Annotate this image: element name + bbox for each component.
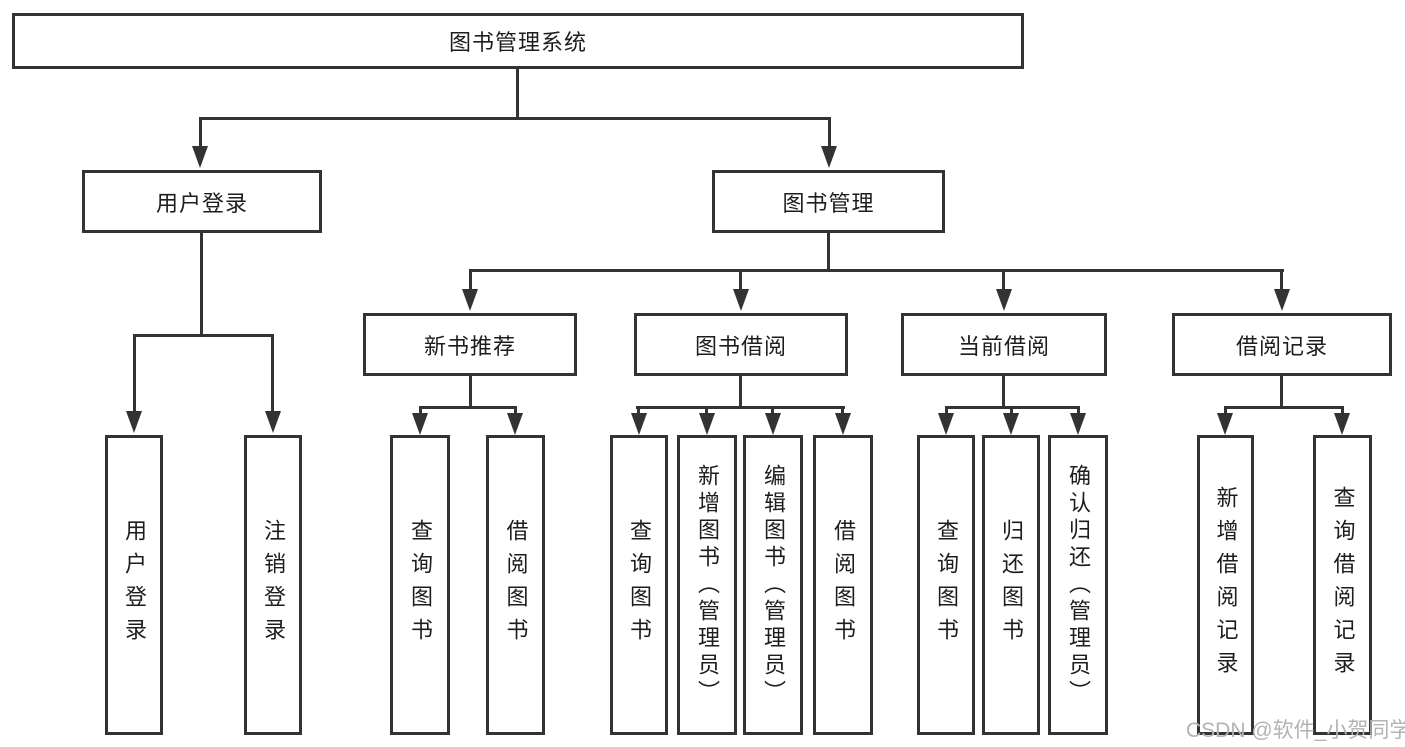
- leaf-add-books-admin: 新增图书（管理员）: [677, 435, 737, 735]
- arrow-down-icon: [412, 413, 428, 435]
- node-new-book-recommendation: 新书推荐: [363, 313, 577, 376]
- node-label: 借阅记录: [1235, 333, 1328, 359]
- arrow-down-icon: [1217, 413, 1233, 435]
- node-book-management: 图书管理: [712, 170, 945, 233]
- connector-book-management-drop: [828, 118, 831, 150]
- connector-drop: [419, 407, 422, 415]
- arrow-down-icon: [938, 413, 954, 435]
- connector-drop: [1224, 407, 1227, 415]
- arrow-down-icon: [1003, 413, 1019, 435]
- leaf-label: 查询图书: [627, 519, 652, 651]
- connector-drop: [514, 407, 517, 415]
- arrow-down-icon: [765, 413, 781, 435]
- leaf-label: 注销登录: [261, 519, 286, 651]
- connector-level2-rail: [469, 269, 1284, 272]
- connector-drop: [637, 407, 640, 415]
- node-current-borrowing: 当前借阅: [901, 313, 1107, 376]
- leaf-label: 借阅图书: [503, 519, 529, 651]
- connector-drop: [271, 335, 274, 413]
- connector-drop: [945, 407, 948, 415]
- arrow-down-icon: [126, 411, 142, 433]
- leaf-edit-books-admin: 编辑图书（管理员）: [743, 435, 803, 735]
- connector-drop: [841, 407, 844, 415]
- leaf-query-borrow-record: 查询借阅记录: [1313, 435, 1372, 735]
- leaf-label: 编辑图书（管理员）: [761, 463, 786, 707]
- leaf-query-books-3: 查询图书: [917, 435, 975, 735]
- leaf-confirm-return-admin: 确认归还（管理员）: [1048, 435, 1108, 735]
- leaf-label: 查询图书: [408, 519, 433, 651]
- node-label: 用户登录: [155, 190, 248, 216]
- leaf-label: 归还图书: [999, 519, 1024, 651]
- arrow-down-icon: [192, 146, 208, 168]
- connector-root-stem: [516, 69, 519, 119]
- connector-drop: [1002, 270, 1005, 292]
- leaf-label: 新增图书（管理员）: [695, 463, 720, 707]
- arrow-down-icon: [507, 413, 523, 435]
- leaf-return-books: 归还图书: [982, 435, 1040, 735]
- arrow-down-icon: [996, 289, 1012, 311]
- node-label: 图书管理系统: [448, 30, 587, 55]
- node-label: 新书推荐: [423, 333, 516, 359]
- arrow-down-icon: [821, 146, 837, 168]
- connector-rail: [1224, 406, 1344, 409]
- connector-book-management-stem: [827, 233, 830, 272]
- node-book-borrowing: 图书借阅: [634, 313, 848, 376]
- connector-user-login-rail: [133, 334, 274, 337]
- leaf-label: 借阅图书: [831, 519, 856, 651]
- node-borrowing-records: 借阅记录: [1172, 313, 1392, 376]
- connector-rail: [419, 406, 517, 409]
- leaf-label: 查询图书: [934, 519, 959, 651]
- leaf-label: 用户登录: [122, 519, 147, 651]
- connector-drop: [133, 335, 136, 413]
- leaf-label: 查询借阅记录: [1330, 486, 1356, 684]
- connector-drop: [739, 270, 742, 292]
- leaf-add-borrow-record: 新增借阅记录: [1197, 435, 1254, 735]
- arrow-down-icon: [462, 289, 478, 311]
- node-library-management-system: 图书管理系统: [12, 13, 1024, 69]
- connector-level1-rail: [199, 117, 831, 120]
- node-user-login: 用户登录: [82, 170, 322, 233]
- node-label: 当前借阅: [957, 333, 1050, 359]
- leaf-label: 确认归还（管理员）: [1066, 463, 1091, 707]
- leaf-query-books-1: 查询图书: [390, 435, 450, 735]
- connector-user-login-stem: [200, 233, 203, 337]
- connector-rail: [636, 406, 845, 409]
- node-label: 图书借阅: [694, 333, 787, 359]
- leaf-query-books-2: 查询图书: [610, 435, 668, 735]
- connector-stem: [469, 376, 472, 409]
- connector-drop: [1280, 270, 1283, 292]
- arrow-down-icon: [835, 413, 851, 435]
- arrow-down-icon: [265, 411, 281, 433]
- connector-drop: [771, 407, 774, 415]
- connector-stem: [1002, 376, 1005, 409]
- leaf-user-login: 用户登录: [105, 435, 163, 735]
- arrow-down-icon: [1070, 413, 1086, 435]
- connector-stem: [1280, 376, 1283, 409]
- leaf-label: 新增借阅记录: [1213, 486, 1239, 684]
- leaf-borrow-books-1: 借阅图书: [486, 435, 545, 735]
- connector-stem: [739, 376, 742, 409]
- connector-drop: [1010, 407, 1013, 415]
- node-label: 图书管理: [782, 190, 875, 216]
- connector-drop: [1341, 407, 1344, 415]
- leaf-logout-login: 注销登录: [244, 435, 302, 735]
- connector-drop: [705, 407, 708, 415]
- arrow-down-icon: [699, 413, 715, 435]
- connector-user-login-drop: [199, 118, 202, 150]
- connector-drop: [469, 270, 472, 292]
- connector-drop: [1077, 407, 1080, 415]
- arrow-down-icon: [631, 413, 647, 435]
- leaf-borrow-books-2: 借阅图书: [813, 435, 873, 735]
- arrow-down-icon: [1274, 289, 1290, 311]
- arrow-down-icon: [733, 289, 749, 311]
- watermark: CSDN @软件_小贺同学: [1186, 719, 1405, 742]
- arrow-down-icon: [1334, 413, 1350, 435]
